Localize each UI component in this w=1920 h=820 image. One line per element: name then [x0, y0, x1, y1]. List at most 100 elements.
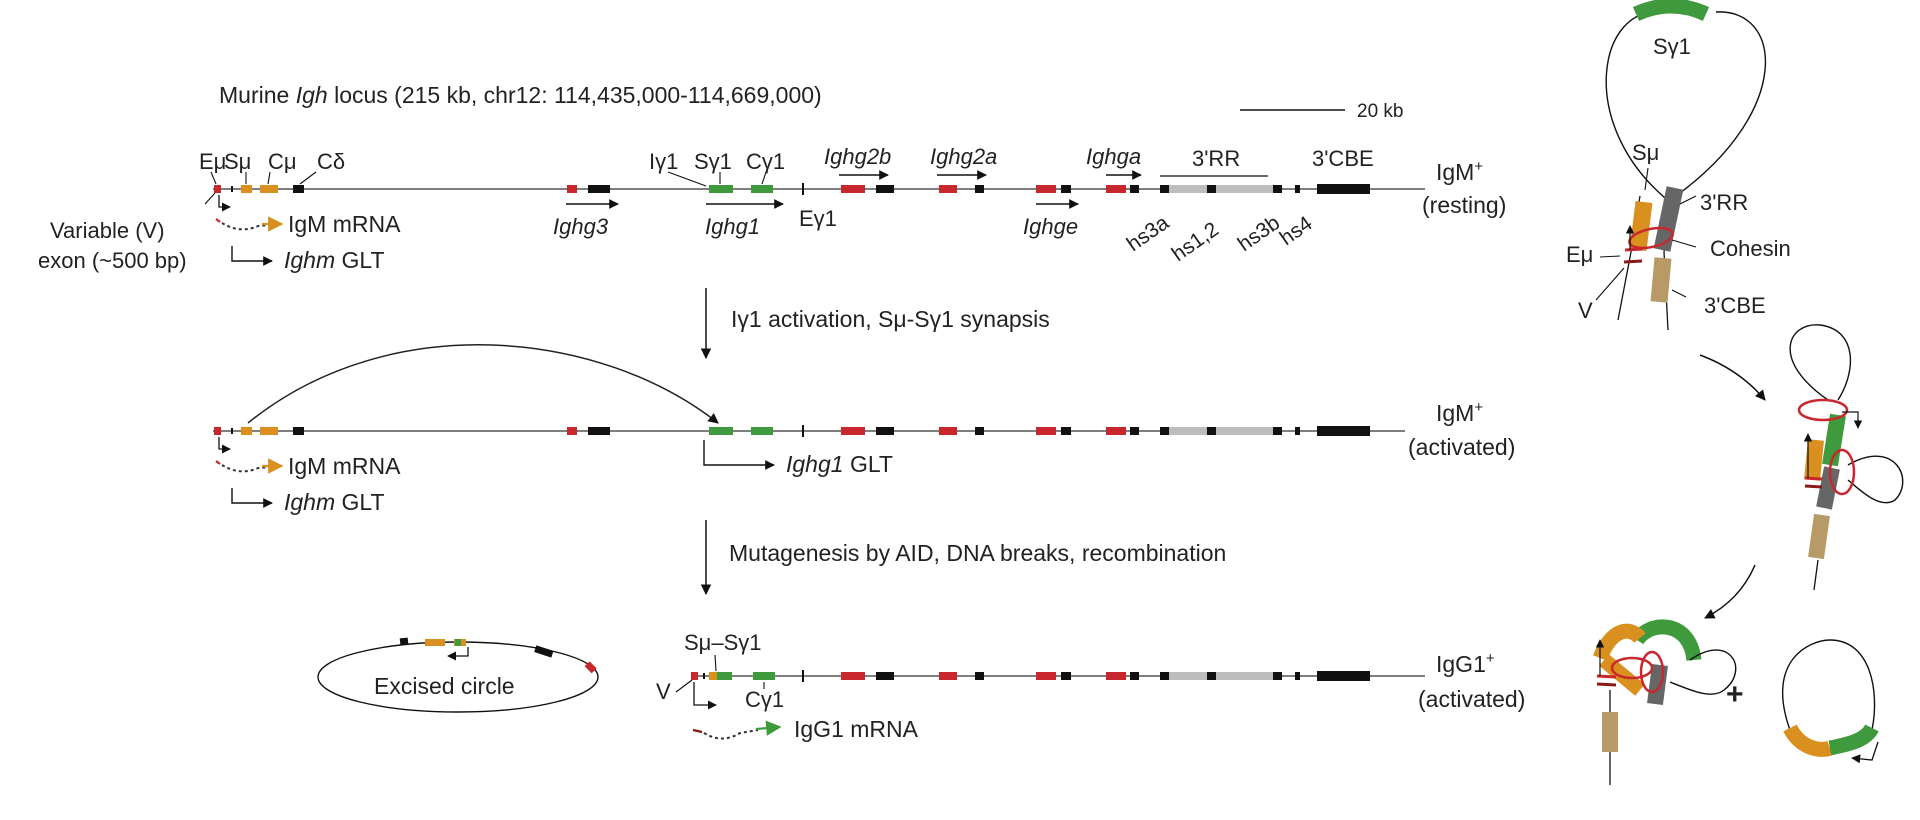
smu-block [1804, 439, 1824, 481]
hs12-segment [1207, 185, 1216, 193]
cg2b-segment [876, 185, 894, 193]
excised-smu-block [1783, 724, 1833, 757]
loop-transition-arrow-2 [1704, 564, 1756, 619]
cg1-label: Cγ1 [745, 687, 784, 712]
ighm-glt-arrow [231, 488, 273, 508]
state-igg1: IgG1+ [1436, 650, 1495, 677]
plus-sign: + [1726, 678, 1744, 711]
step2-label: Mutagenesis by AID, DNA breaks, recombin… [729, 540, 1226, 566]
loop-cohesin-label: Cohesin [1710, 236, 1791, 261]
loop-3cbe-label: 3'CBE [1704, 293, 1766, 318]
ighg1-glt-label: Ighg1 GLT [786, 451, 893, 477]
cbe3-block [1808, 513, 1830, 560]
label-3cbe: 3'CBE [1312, 146, 1374, 171]
state-activated-desc: (activated) [1408, 434, 1515, 460]
locus-row-activated: IgM mRNA Ighm GLT Ighg1 GLT IgM+ (activa… [213, 344, 1515, 515]
sg1-segment [709, 185, 733, 193]
loop-diagram-activated [1789, 324, 1904, 591]
label-hs4: hs4 [1276, 212, 1317, 250]
cohesin-ring [1639, 650, 1665, 694]
label-cmu: Cμ [268, 149, 297, 174]
label-ighg1: Ighg1 [705, 214, 760, 239]
switch-junction-label: Sμ–Sγ1 [684, 630, 762, 655]
state-igg1-desc: (activated) [1418, 686, 1525, 712]
smu-segment [241, 185, 252, 193]
v-exon-label-line2: exon (~500 bp) [38, 248, 187, 273]
label-emu: Eμ [199, 149, 226, 174]
hs3b-segment [1273, 185, 1282, 193]
label-ighga: Ighga [1086, 144, 1141, 169]
igm-mrna-line [221, 222, 283, 231]
cg1-segment [751, 185, 773, 193]
label-ighge: Ighge [1023, 214, 1078, 239]
v-exon-segment [214, 185, 221, 193]
ighg1-glt-arrow [703, 440, 775, 470]
sg2a-segment [939, 185, 957, 193]
scale-bar-label: 20 kb [1357, 101, 1403, 122]
ighm-glt-label: Ighm GLT [284, 247, 385, 273]
loop-diagram-switched: + [1593, 619, 1879, 785]
sg2b-segment [841, 185, 865, 193]
cmu-segment [260, 185, 278, 193]
igg1-mrna-arrow [755, 720, 782, 736]
loop-sg1-label: Sγ1 [1653, 34, 1691, 59]
label-cg1: Cγ1 [746, 149, 785, 174]
locus-title: Murine Igh locus (215 kb, chr12: 114,435… [219, 82, 822, 108]
label-hs12: hs1,2 [1168, 218, 1223, 266]
rr3-block [1653, 186, 1684, 252]
v-promoter-arrow [218, 437, 231, 454]
loop-3rr-label: 3'RR [1700, 190, 1748, 215]
locus-row-switched: Excised circle Sμ–Sγ1 V Cγ1 IgG1 mRNA [317, 630, 1525, 742]
label-hs3a: hs3a [1123, 211, 1174, 256]
cbe3-segment [1317, 184, 1370, 194]
cg2a-segment [975, 185, 984, 193]
igg1-mrna-line [703, 729, 759, 740]
loop-v-label: V [1578, 298, 1593, 323]
ighm-glt-label: Ighm GLT [284, 489, 385, 515]
state-resting-desc: (resting) [1422, 192, 1506, 218]
label-eg1: Eγ1 [799, 206, 837, 231]
v-promoter-arrow [693, 682, 717, 710]
excised-loop [1782, 639, 1876, 731]
sa-segment [1106, 185, 1126, 193]
locus-row-resting: Eμ Sμ Cμ Cδ Iγ1 Sγ1 Cγ1 Ighg2b Ighg2a Ig… [38, 144, 1506, 273]
igm-mrna-line [221, 464, 283, 473]
label-3rr: 3'RR [1192, 146, 1240, 171]
igm-mrna-label: IgM mRNA [288, 211, 401, 237]
smu-block [1593, 623, 1646, 662]
hs4-segment [1295, 185, 1300, 193]
cbe3-block [1650, 257, 1672, 303]
sg1-block [1822, 413, 1846, 467]
rr3-block [1647, 663, 1668, 706]
excised-sg1-block [1828, 723, 1879, 756]
hs3a-segment [1160, 185, 1169, 193]
cohesin-ring [1828, 448, 1856, 496]
label-ighg2a: Ighg2a [930, 144, 997, 169]
cg3-segment [588, 185, 610, 193]
loop-transition-arrow-1 [1699, 354, 1766, 401]
cdelta-segment [293, 185, 304, 193]
v-label: V [656, 679, 671, 704]
label-ighg2b: Ighg2b [824, 144, 891, 169]
label-sg1: Sγ1 [694, 149, 732, 174]
v-exon-label-line1: Variable (V) [50, 218, 165, 243]
label-ig1: Iγ1 [649, 149, 678, 174]
ca-segment [1130, 185, 1139, 193]
ce-segment [1061, 185, 1071, 193]
ig3-segment [567, 185, 577, 193]
emu-segment [231, 186, 233, 192]
label-smu: Sμ [224, 149, 251, 174]
v-promoter-arrow [218, 195, 231, 212]
step1-label: Iγ1 activation, Sμ-Sγ1 synapsis [731, 306, 1050, 332]
loop-smu-label: Sμ [1632, 140, 1659, 165]
loop-diagram-resting: Sγ1 Sμ 3'RR Cohesin Eμ V 3'CBE [1566, 0, 1791, 331]
label-ighg3: Ighg3 [553, 214, 609, 239]
scale-bar: 20 kb [1240, 101, 1403, 122]
ighm-glt-arrow [231, 246, 273, 266]
loop-emu-label: Eμ [1566, 242, 1593, 267]
cohesin-ring [1610, 656, 1654, 680]
eg1-segment [802, 183, 804, 195]
smu-block [1629, 200, 1653, 252]
excised-circle-label: Excised circle [374, 673, 515, 699]
